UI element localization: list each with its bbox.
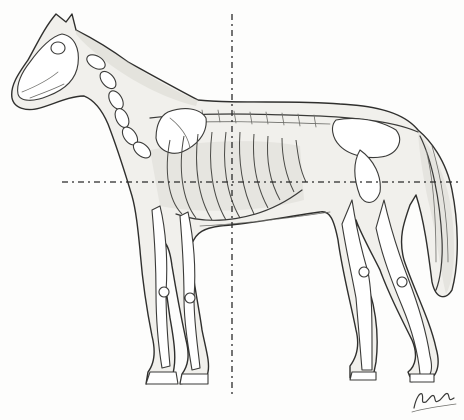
artist-signature bbox=[412, 393, 456, 412]
knee-joint bbox=[159, 287, 169, 297]
hind-hoof bbox=[350, 372, 376, 380]
eye-socket bbox=[51, 42, 65, 54]
front-hoof bbox=[180, 374, 208, 384]
hind-hoof bbox=[410, 374, 434, 382]
front-hoof bbox=[146, 372, 178, 384]
knee-joint bbox=[185, 293, 195, 303]
hock-joint bbox=[397, 277, 407, 287]
hock-joint bbox=[359, 267, 369, 277]
